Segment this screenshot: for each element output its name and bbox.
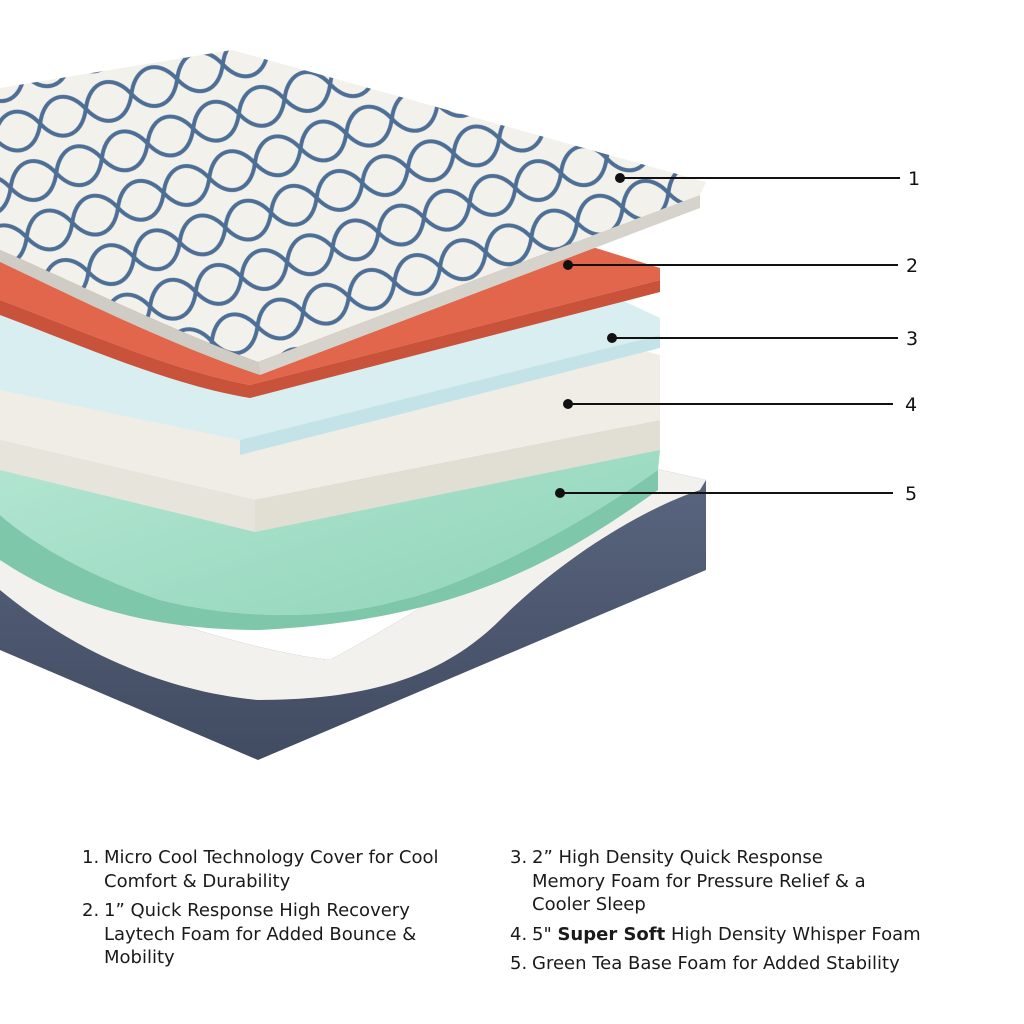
callout-lines — [555, 173, 900, 498]
legend-item-text: Micro Cool Technology Cover for Cool Com… — [104, 847, 439, 892]
callout-3-marker — [607, 333, 898, 343]
legend-item-number: 4. — [510, 923, 528, 945]
callout-number-3: 3 — [905, 328, 919, 350]
legend-item-4: 4. 5" Super Soft High Density Whisper Fo… — [510, 923, 950, 947]
legend-item-number: 3. — [510, 847, 528, 868]
legend-item-text: 1” Quick Response High Recovery Laytech … — [104, 900, 417, 968]
legend-item-number: 1. — [82, 847, 100, 868]
legend-item-text-bold: Super Soft — [557, 923, 666, 945]
legend-item-number: 5. — [510, 953, 528, 974]
legend-item-3: 3. 2” High Density Quick Response Memory… — [510, 846, 950, 917]
callout-number-2: 2 — [905, 255, 919, 277]
legend-item-1: 1. Micro Cool Technology Cover for Cool … — [82, 846, 482, 893]
legend-item-5: 5. Green Tea Base Foam for Added Stabili… — [510, 952, 950, 976]
callout-5-marker — [555, 488, 893, 498]
callout-4-marker — [563, 399, 893, 409]
callout-2-marker — [563, 260, 898, 270]
callout-1-marker — [615, 173, 900, 183]
callout-number-1: 1 — [907, 168, 921, 190]
legend-item-text-post: High Density Whisper Foam — [665, 923, 921, 945]
legend-column-right: 3. 2” High Density Quick Response Memory… — [510, 846, 950, 982]
legend-item-text: 2” High Density Quick Response Memory Fo… — [532, 847, 866, 915]
legend-column-left: 1. Micro Cool Technology Cover for Cool … — [82, 846, 482, 976]
legend-item-text: 5" Super Soft High Density Whisper Foam — [532, 923, 950, 947]
legend-item-text-pre: 5" — [532, 923, 558, 945]
legend-item-text: Green Tea Base Foam for Added Stability — [532, 953, 900, 974]
mattress-layers-illustration — [0, 50, 900, 760]
legend-item-2: 2. 1” Quick Response High Recovery Layte… — [82, 899, 482, 970]
fabric-base-layer — [0, 465, 706, 760]
callout-number-4: 4 — [904, 394, 918, 416]
legend-item-number: 2. — [82, 900, 100, 921]
callout-number-5: 5 — [904, 483, 918, 505]
micro-cool-cover-layer — [0, 50, 706, 375]
